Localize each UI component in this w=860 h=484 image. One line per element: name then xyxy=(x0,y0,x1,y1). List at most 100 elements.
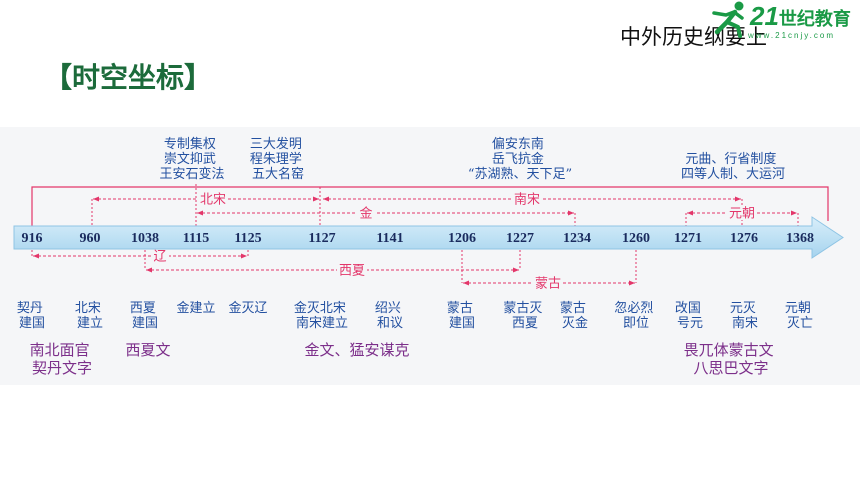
top-note-yuan: 元曲、行省制度 四等人制、大运河 xyxy=(681,151,785,182)
top-period-frame xyxy=(31,186,829,228)
course-title: 中外历史纲要上 xyxy=(620,25,767,49)
period-label-bg xyxy=(727,206,757,220)
event-label-1276: 元灭 南宋 xyxy=(730,301,760,331)
event-label-1115: 金建立 xyxy=(176,300,215,316)
year-label-1141: 1141 xyxy=(376,231,403,246)
event-label-1368: 元朝 灭亡 xyxy=(785,301,815,331)
year-label-1276: 1276 xyxy=(730,231,758,246)
event-line: 和议 xyxy=(377,316,403,331)
top-note-line: 五大名窑 xyxy=(252,166,304,182)
year-label-1260: 1260 xyxy=(622,231,650,246)
event-line: 改国 xyxy=(675,301,701,316)
event-line: 元朝 xyxy=(785,301,811,316)
year-label-1227: 1227 xyxy=(506,231,534,246)
event-line: 号元 xyxy=(677,316,703,331)
event-label-960: 北宋 建立 xyxy=(75,301,105,331)
event-line: 北宋 xyxy=(75,301,101,316)
event-label-1271: 改国 号元 xyxy=(675,301,705,331)
logo-site: www.21cnjy.com xyxy=(748,31,835,40)
culture-line: 南北面官 xyxy=(30,341,90,359)
culture-line: 畏兀体蒙古文 xyxy=(684,341,774,359)
year-label-1125: 1125 xyxy=(234,231,261,246)
year-label-1368: 1368 xyxy=(786,231,814,246)
timeline-bar xyxy=(13,216,844,259)
event-line: 即位 xyxy=(623,316,649,331)
top-note-line: 元曲、行省制度 xyxy=(685,151,776,167)
top-note-line: 岳飞抗金 xyxy=(492,151,544,167)
event-line: 西夏 xyxy=(512,316,538,331)
event-label-1227: 蒙古灭 西夏 xyxy=(503,301,546,331)
event-line: 绍兴 xyxy=(375,301,401,316)
year-label-1271: 1271 xyxy=(674,231,702,246)
top-note-line: 专制集权 xyxy=(164,136,216,152)
top-note-line: 四等人制、大运河 xyxy=(681,166,785,182)
event-line: 忽必烈 xyxy=(614,301,653,316)
year-label-1038: 1038 xyxy=(131,231,159,246)
event-line: 建国 xyxy=(132,316,158,331)
event-label-1260: 忽必烈 即位 xyxy=(614,301,657,331)
event-line: 建国 xyxy=(449,316,475,331)
period-label-bg xyxy=(512,192,542,206)
logo-number: 21 xyxy=(750,1,779,31)
year-label-1206: 1206 xyxy=(448,231,476,246)
year-label-1115: 1115 xyxy=(183,231,209,246)
event-label-1127: 金灭北宋 南宋建立 xyxy=(294,300,350,331)
period-label-bg xyxy=(151,250,169,263)
event-line: 蒙古灭 xyxy=(503,301,542,316)
event-line: 建立 xyxy=(77,316,103,331)
event-label-1234: 蒙古 灭金 xyxy=(560,301,590,331)
period-label-yuan: 元朝 xyxy=(729,207,755,222)
top-note-line: 王安石变法 xyxy=(159,166,224,182)
event-label-1038: 西夏 建国 xyxy=(130,301,160,331)
year-label-1234: 1234 xyxy=(563,231,591,246)
runner-icon xyxy=(712,1,744,38)
section-title: 【时空坐标】 xyxy=(44,62,213,93)
event-label-1206: 蒙古 建国 xyxy=(447,301,477,331)
period-label-bg xyxy=(198,192,228,206)
event-line: 南宋 xyxy=(732,315,758,331)
logo-wordmark: 21世纪教育 xyxy=(750,2,851,35)
event-line: 建国 xyxy=(19,316,45,331)
event-line: 蒙古 xyxy=(447,301,473,316)
culture-note-liao: 南北面官 契丹文字 xyxy=(30,341,95,377)
event-line: 蒙古 xyxy=(560,301,586,316)
period-label-liao: 辽 xyxy=(153,250,166,265)
event-line: 灭金 xyxy=(562,315,588,331)
event-line: 金灭辽 xyxy=(228,300,267,316)
period-label-mongol: 蒙古 xyxy=(535,277,561,292)
top-note-song-culture: 三大发明 程朱理学 五大名窑 xyxy=(250,136,306,182)
top-note-line: 崇文抑武 xyxy=(164,152,216,167)
top-note-line: 程朱理学 xyxy=(250,151,302,167)
culture-line: 金文、猛安谋克 xyxy=(304,341,409,359)
event-label-916: 契丹 建国 xyxy=(17,301,47,331)
event-line: 金灭北宋 xyxy=(294,300,346,316)
period-label-southern-song: 南宋 xyxy=(514,192,540,208)
period-label-bg xyxy=(533,276,563,290)
year-label-960: 960 xyxy=(80,231,101,246)
top-note-line: 三大发明 xyxy=(250,136,302,152)
year-label-1127: 1127 xyxy=(308,231,335,246)
culture-line: 契丹文字 xyxy=(32,359,92,377)
event-label-1141: 绍兴 和议 xyxy=(375,301,405,331)
site-logo: 21世纪教育 www.21cnjy.com xyxy=(708,0,856,44)
logo-name: 世纪教育 xyxy=(778,9,851,29)
period-label-bg xyxy=(357,206,375,220)
period-label-northern-song: 北宋 xyxy=(200,193,226,208)
culture-note-western-xia: 西夏文 xyxy=(125,341,170,359)
period-label-bg xyxy=(337,263,367,277)
event-line: 元灭 xyxy=(730,301,756,316)
top-note-line: 偏安东南 xyxy=(492,136,544,152)
event-line: 契丹 xyxy=(17,301,43,316)
event-line: 西夏 xyxy=(130,301,156,316)
top-note-line: “苏湖熟、天下足” xyxy=(468,166,572,182)
culture-line: 西夏文 xyxy=(125,341,170,359)
event-line: 灭亡 xyxy=(787,316,813,331)
event-line: 金建立 xyxy=(176,300,215,316)
top-note-northern-song: 专制集权 崇文抑武 王安石变法 xyxy=(159,136,224,182)
period-label-jin: 金 xyxy=(359,206,372,222)
period-label-western-xia: 西夏 xyxy=(339,264,365,279)
top-note-southern-song: 偏安东南 岳飞抗金 “苏湖熟、天下足” xyxy=(468,136,572,182)
event-line: 南宋建立 xyxy=(296,315,348,331)
culture-line: 八思巴文字 xyxy=(693,359,768,377)
